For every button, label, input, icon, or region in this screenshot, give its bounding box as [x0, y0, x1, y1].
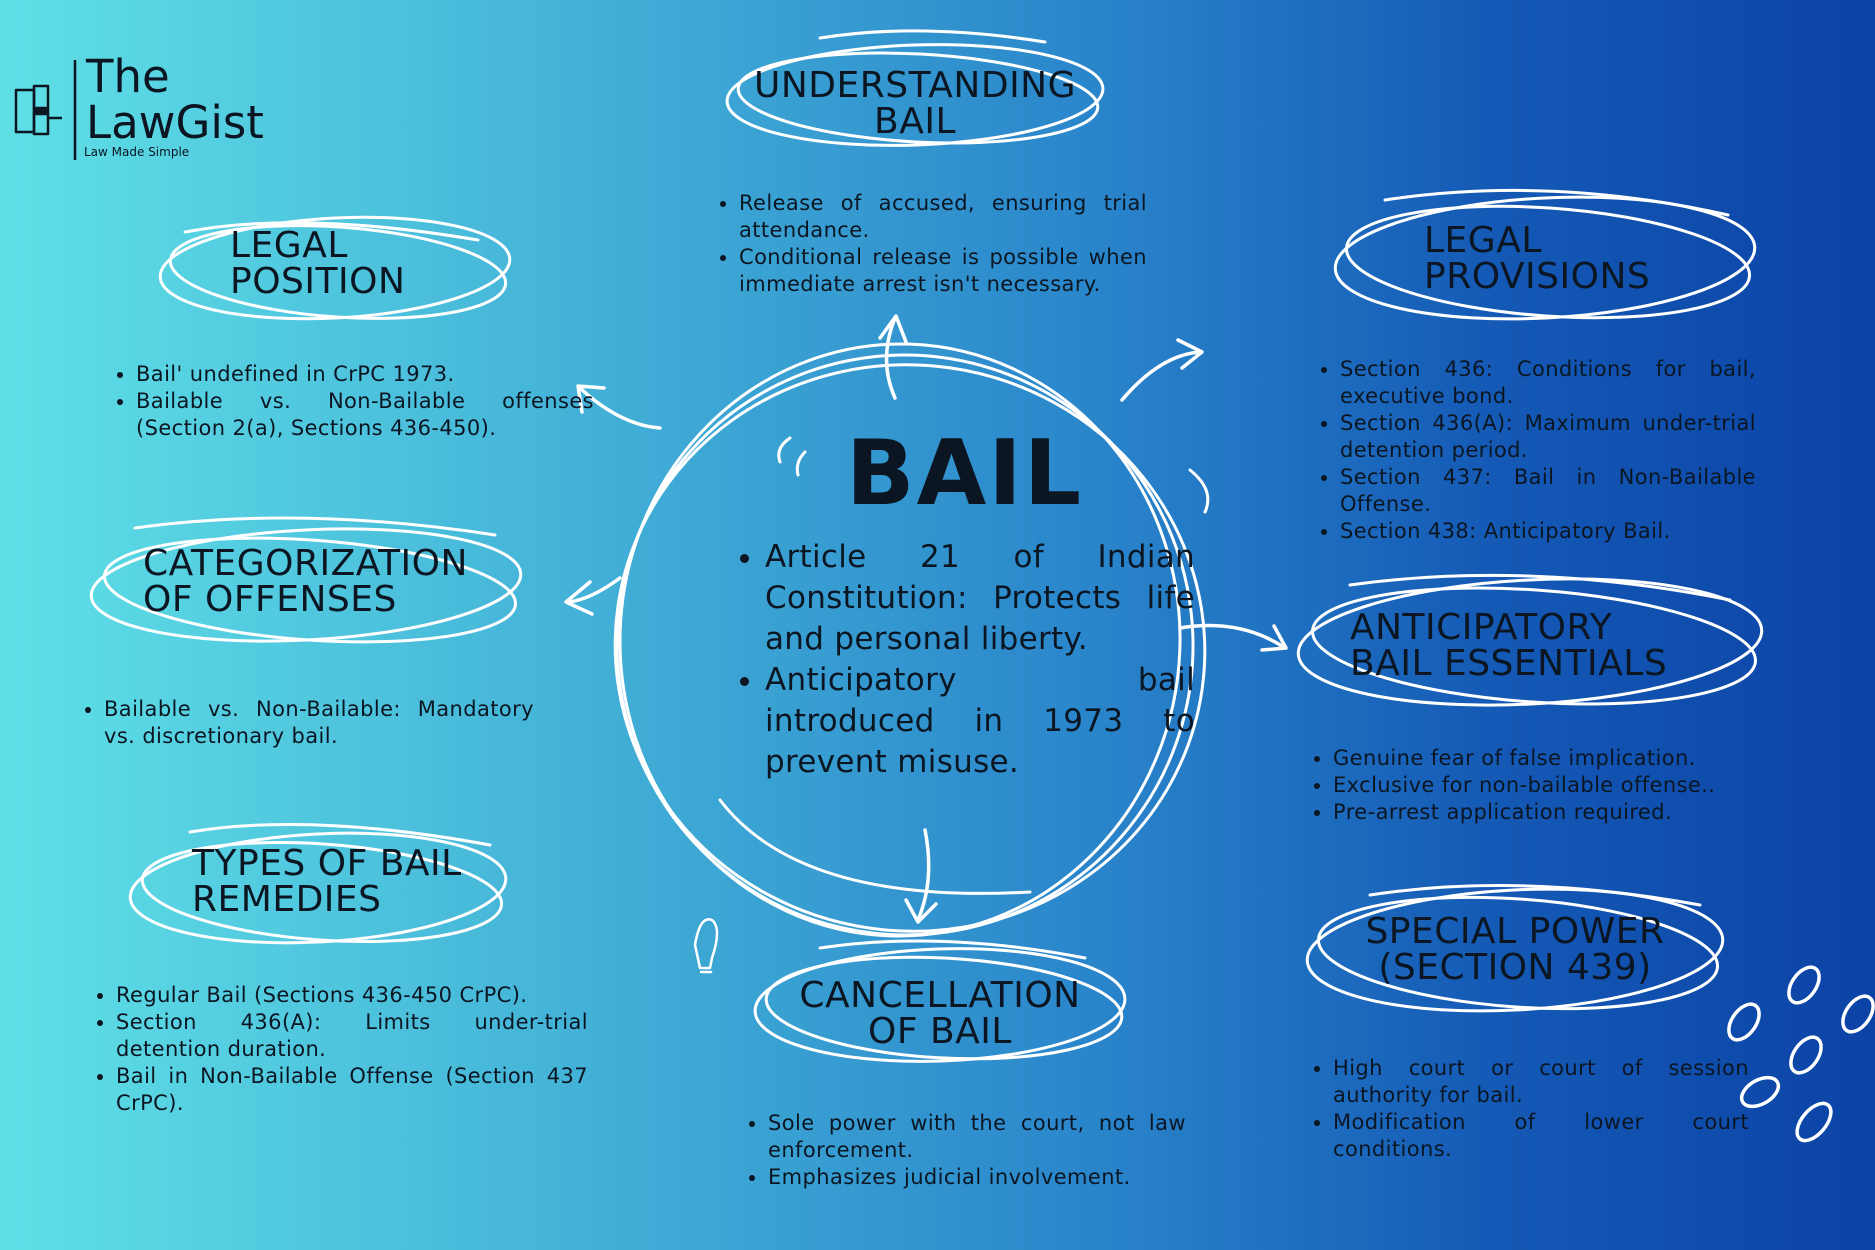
- list-item: Section 436(A): Maximum under-trial dete…: [1340, 410, 1756, 464]
- list-item: Pre-arrest application required.: [1333, 799, 1761, 826]
- logo-name-line2: LawGist: [86, 96, 264, 149]
- oval-anticipatory: [1296, 573, 1764, 707]
- oval-cancellation: [753, 939, 1127, 1063]
- list-item: Genuine fear of false implication.: [1333, 745, 1761, 772]
- list-understanding-bail: Release of accused, ensuring trial atten…: [713, 190, 1147, 298]
- oval-legal-position: [158, 215, 512, 321]
- gavel-book-icon: [14, 60, 77, 160]
- oval-types: [128, 822, 508, 945]
- main-title: BAIL: [846, 421, 1084, 526]
- heading-categorization: CATEGORIZATION OF OFFENSES: [143, 543, 468, 620]
- list-item: Section 437: Bail in Non-Bailable Offens…: [1340, 464, 1756, 518]
- list-item: Bail' undefined in CrPC 1973.: [136, 361, 594, 388]
- center-scribble-circle: [613, 342, 1207, 938]
- arrow-to-legal-position: [576, 384, 662, 430]
- heading-anticipatory: ANTICIPATORY BAIL ESSENTIALS: [1350, 607, 1668, 684]
- arrow-to-anticipatory: [1178, 623, 1288, 652]
- oval-legal-provisions: [1333, 188, 1757, 321]
- arrow-to-cancellation: [904, 828, 938, 924]
- list-item: Bailable vs. Non-Bailable: Mandatory vs.…: [104, 696, 534, 750]
- list-item: Section 436: Conditions for bail, execut…: [1340, 356, 1756, 410]
- lightbulb-icon: [693, 918, 719, 974]
- list-legal-position: Bail' undefined in CrPC 1973. Bailable v…: [110, 361, 594, 442]
- list-anticipatory: Genuine fear of false implication. Exclu…: [1307, 745, 1761, 826]
- list-item: High court or court of session authority…: [1333, 1055, 1749, 1109]
- list-legal-provisions: Section 436: Conditions for bail, execut…: [1314, 356, 1756, 545]
- list-types-of-bail: Regular Bail (Sections 436-450 CrPC). Se…: [90, 982, 588, 1117]
- list-item: Conditional release is possible when imm…: [739, 244, 1147, 298]
- list-cancellation: Sole power with the court, not law enfor…: [742, 1110, 1186, 1191]
- list-item: Section 438: Anticipatory Bail.: [1340, 518, 1756, 545]
- logo-tagline: Law Made Simple: [84, 145, 190, 159]
- arrow-to-categorization: [564, 576, 622, 616]
- heading-understanding-bail: UNDERSTANDING BAIL: [753, 65, 1077, 142]
- list-item: Release of accused, ensuring trial atten…: [739, 190, 1147, 244]
- decorative-ovals: [1727, 965, 1875, 1143]
- center-points: Article 21 of Indian Constitution: Prote…: [727, 537, 1195, 783]
- heading-legal-provisions: LEGAL PROVISIONS: [1424, 220, 1651, 297]
- list-item: Regular Bail (Sections 436-450 CrPC).: [116, 982, 588, 1009]
- arrow-to-understanding: [878, 314, 908, 400]
- arrow-circle-right: [1188, 468, 1210, 514]
- list-item: Bailable vs. Non-Bailable offenses (Sect…: [136, 388, 594, 442]
- oval-understanding: [725, 29, 1105, 147]
- list-item: Modification of lower court conditions.: [1333, 1109, 1749, 1163]
- list-categorization: Bailable vs. Non-Bailable: Mandatory vs.…: [78, 696, 534, 750]
- list-item: Bail in Non-Bailable Offense (Section 43…: [116, 1063, 588, 1117]
- list-item: Emphasizes judicial involvement.: [768, 1164, 1186, 1191]
- logo-wordmark: The LawGist: [86, 54, 264, 146]
- heading-legal-position: LEGAL POSITION: [230, 225, 406, 302]
- oval-categorization: [89, 516, 523, 644]
- list-item: Sole power with the court, not law enfor…: [768, 1110, 1186, 1164]
- arrow-to-legal-provisions: [1120, 338, 1204, 402]
- center-point: Article 21 of Indian Constitution: Prote…: [765, 537, 1195, 660]
- heading-special-power: SPECIAL POWER (SECTION 439): [1365, 911, 1665, 988]
- heading-types-of-bail: TYPES OF BAIL REMEDIES: [192, 843, 462, 920]
- oval-special-power: [1305, 884, 1725, 1013]
- list-item: Section 436(A): Limits under-trial deten…: [116, 1009, 588, 1063]
- logo-name-line1: The: [86, 50, 170, 103]
- list-special-power: High court or court of session authority…: [1307, 1055, 1749, 1163]
- list-item: Exclusive for non-bailable offense..: [1333, 772, 1761, 799]
- heading-cancellation: CANCELLATION OF BAIL: [799, 975, 1081, 1052]
- center-point: Anticipatory bail introduced in 1973 to …: [765, 660, 1195, 783]
